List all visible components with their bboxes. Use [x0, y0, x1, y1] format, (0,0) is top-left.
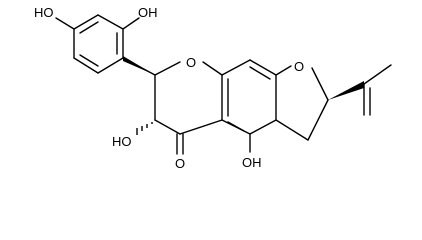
atom-label-oh-c3: HO	[112, 134, 132, 149]
wedge-c2-ring-b	[123, 56, 155, 75]
bond-o-furan-c2prime	[311, 67, 329, 101]
bond-b1	[73, 14, 99, 30]
bond-b5	[73, 57, 99, 74]
bond-c3prime-a	[275, 119, 309, 141]
wedge-c2prime-isopropenyl	[328, 81, 364, 100]
hash-c3-oh	[136, 122, 153, 135]
chemical-structure-diagram: HO OH O O HO O OH	[34, 5, 392, 171]
bond-isopropenyl-methyl	[363, 64, 392, 85]
bond-c4-c4a	[179, 119, 223, 135]
bond-b-oh-para	[55, 17, 75, 30]
bond-a4	[249, 119, 277, 135]
atom-label-o-pyranone: O	[186, 55, 196, 70]
structure-canvas: HO OH O O HO O OH	[34, 5, 392, 171]
bond-b5-inner	[79, 54, 99, 67]
bond-a5-inner	[227, 121, 245, 132]
bond-a2-inner	[249, 66, 271, 80]
bonds	[55, 14, 392, 155]
atom-label-carbonyl-o: O	[175, 156, 185, 171]
atom-label-oh-para: HO	[34, 5, 54, 20]
atom-label-oh-c5: OH	[242, 155, 262, 170]
bond-c2-o1	[154, 61, 181, 76]
bond-b4	[97, 57, 124, 74]
atom-labels: HO OH O O HO O OH	[34, 5, 304, 171]
atom-label-o-furan: O	[294, 59, 304, 74]
bond-c2prime-c3prime	[307, 99, 329, 141]
bond-a2	[249, 59, 277, 76]
bond-c3-c4	[154, 119, 181, 135]
bond-b2	[97, 14, 124, 30]
bond-a1	[221, 59, 251, 76]
bond-b1-inner	[79, 21, 99, 34]
bond-a-o-furan	[275, 65, 292, 76]
bond-b-oh-ortho	[122, 17, 140, 30]
atom-label-oh-ortho: OH	[138, 5, 158, 20]
bond-o1-c8a	[202, 61, 223, 76]
